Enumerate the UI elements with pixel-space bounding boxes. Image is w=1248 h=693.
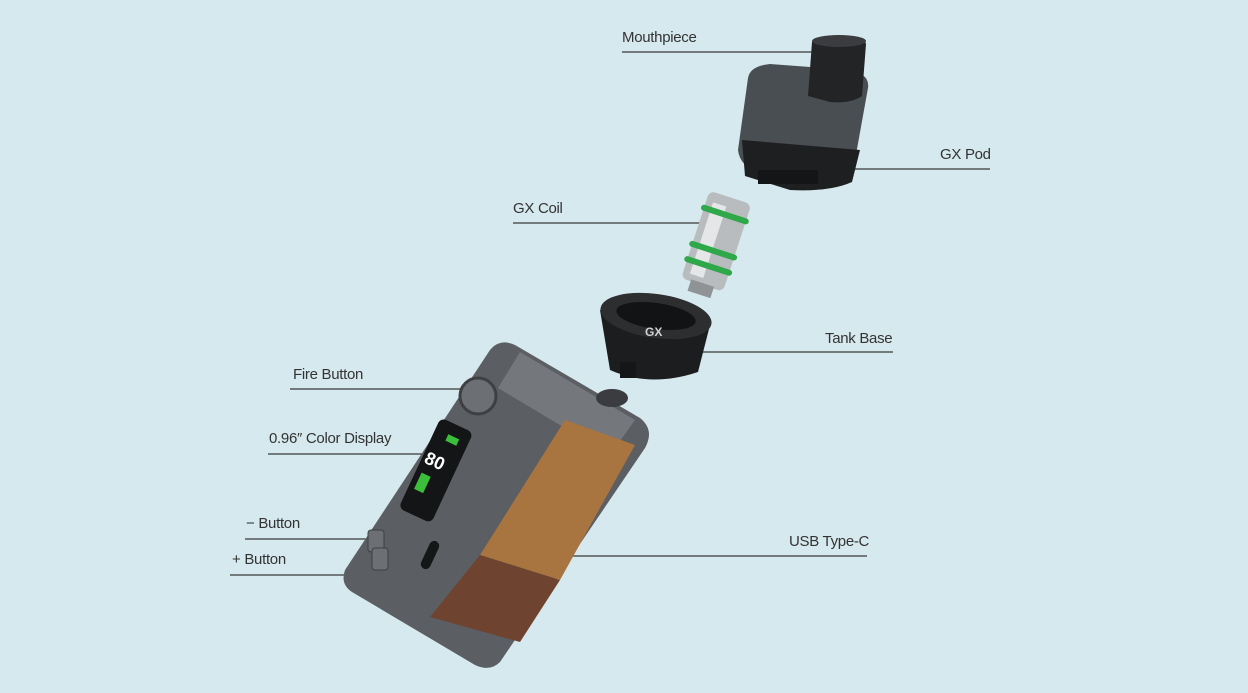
- tank-base: GX: [600, 292, 712, 380]
- label-usb-type-c: USB Type-C: [789, 533, 870, 550]
- leather-panel: [430, 420, 635, 642]
- label-gx-coil: GX Coil: [513, 200, 563, 217]
- mouthpiece: [808, 35, 866, 103]
- gx-pod: [738, 35, 869, 191]
- fire-button: [458, 376, 498, 416]
- label-gx-pod: GX Pod: [940, 146, 991, 163]
- tank-base-logo: GX: [645, 325, 662, 339]
- label-tank-base: Tank Base: [825, 330, 893, 347]
- label-fire-button: Fire Button: [293, 366, 364, 383]
- mod-body: 80: [343, 342, 649, 668]
- gx-coil: [682, 192, 750, 299]
- label-mouthpiece: Mouthpiece: [622, 29, 697, 46]
- label-plus-button: + Button: [232, 551, 286, 568]
- color-display: 80: [400, 419, 472, 522]
- usb-type-c-port: [420, 540, 440, 570]
- label-color-display: 0.96″ Color Display: [269, 430, 392, 447]
- label-minus-button: − Button: [246, 515, 300, 532]
- connector-510: [596, 389, 628, 407]
- adjust-buttons: [367, 529, 389, 571]
